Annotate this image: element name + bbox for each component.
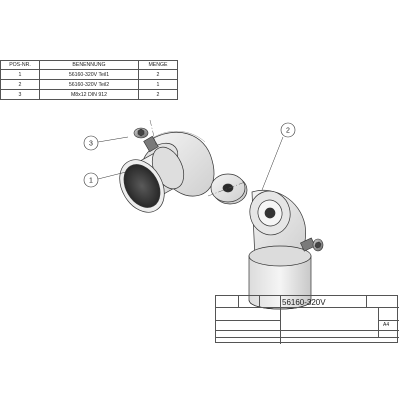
screw-lower [300, 237, 324, 252]
part-number: 56160-320V [282, 297, 326, 307]
row-name: 56160-320V Teil2 [39, 79, 139, 90]
row-pos: 3 [0, 89, 40, 100]
table-row: 3 M8x12 DIN 912 2 [0, 89, 178, 100]
disc-part [210, 173, 248, 205]
screw-upper [133, 127, 159, 153]
column-header-qty: MENGE [138, 60, 178, 70]
callout-2-label: 2 [286, 128, 290, 135]
callout-1: 1 [83, 171, 127, 188]
table-row: 1 56160-320V Teil1 2 [0, 69, 178, 80]
parts-list-table: POS-NR. BENENNUNG MENGE 1 56160-320V Tei… [0, 60, 178, 100]
row-name: M8x12 DIN 912 [39, 89, 139, 100]
callout-2: 2 [261, 122, 296, 191]
sheet-size: A4 [383, 322, 390, 328]
row-qty: 2 [138, 89, 178, 100]
callout-3: 3 [83, 135, 129, 151]
row-pos: 1 [0, 69, 40, 80]
row-qty: 1 [138, 79, 178, 90]
callout-1-label: 1 [89, 178, 93, 185]
callout-3-label: 3 [89, 141, 93, 148]
elbow-part-lower [248, 190, 312, 310]
column-header-name: BENENNUNG [39, 60, 139, 70]
row-qty: 2 [138, 69, 178, 80]
assembly-axes [149, 119, 246, 197]
table-row: 2 56160-320V Teil2 1 [0, 79, 178, 90]
row-pos: 2 [0, 79, 40, 90]
title-block: 56160-320V A4 [215, 295, 399, 344]
row-name: 56160-320V Teil1 [39, 69, 139, 80]
parts-list-header-row: POS-NR. BENENNUNG MENGE [0, 60, 178, 70]
elbow-part-upper [119, 131, 215, 213]
column-header-pos: POS-NR. [0, 60, 40, 70]
